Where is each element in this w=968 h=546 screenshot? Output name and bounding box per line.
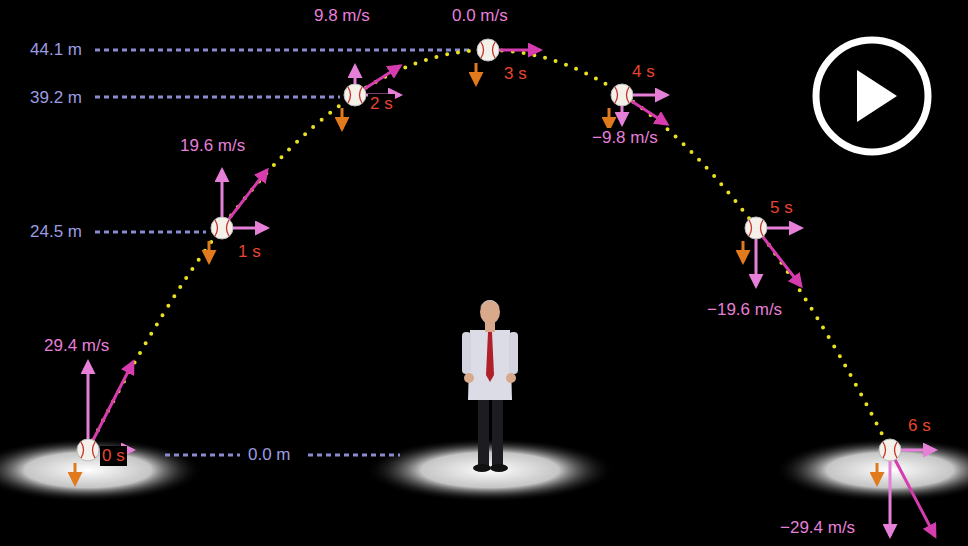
time-label: 0 s [100,446,127,466]
spotlight [365,438,615,502]
time-label: 4 s [630,62,657,82]
velocity-label: 9.8 m/s [312,6,372,26]
height-guides [95,50,472,455]
velocity-label: −9.8 m/s [590,128,660,148]
presenter [462,300,518,472]
velocity-label: −19.6 m/s [705,300,784,320]
time-label: 1 s [236,242,263,262]
spotlight [0,438,203,502]
velocity-vectors [75,50,935,536]
height-label: 44.1 m [28,40,84,60]
time-label: 6 s [906,416,933,436]
height-label: 24.5 m [28,222,84,242]
time-label: 2 s [368,94,395,114]
time-label: 5 s [768,198,795,218]
velocity-label: 29.4 m/s [42,336,111,356]
play-button [816,40,928,152]
spotlight [775,438,968,502]
velocity-label: 19.6 m/s [178,136,247,156]
height-label: 39.2 m [28,88,84,108]
trajectory-dots [88,50,890,450]
velocity-label: 0.0 m/s [450,6,510,26]
time-label: 3 s [502,64,529,84]
height-label: 0.0 m [246,445,293,465]
velocity-label: −29.4 m/s [778,518,857,538]
